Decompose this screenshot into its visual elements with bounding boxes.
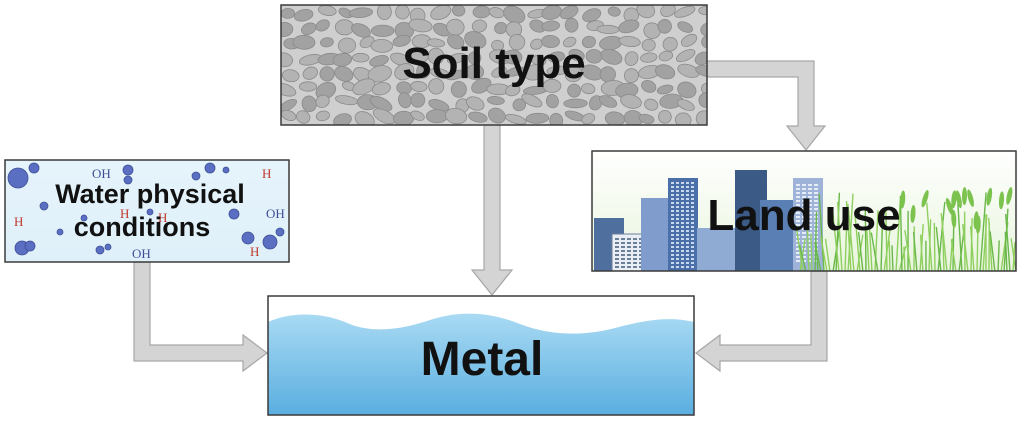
svg-text:H: H [158,210,167,225]
water-wave-icon [268,313,694,415]
grass-icon [795,187,1016,271]
svg-text:OH: OH [266,206,285,221]
soil-type-label: Soil type [402,39,585,88]
water-conditions-label-line2: conditions [74,212,211,242]
metal-node: Metal [267,295,695,416]
svg-text:H: H [120,206,129,221]
metal-label: Metal [421,333,544,386]
water-conditions-node: OH OH OH H H H H H Water physical conditions [4,159,290,263]
svg-text:OH: OH [92,166,111,181]
land-use-node: Land use [591,150,1017,272]
svg-text:H: H [262,166,271,181]
arrow-water-to-metal [133,261,268,373]
pebble-texture-icon [281,5,707,125]
svg-text:H: H [14,214,23,229]
land-use-label: Land use [707,191,900,240]
arrow-land-to-metal [695,270,828,373]
arrow-soil-to-land [706,60,827,151]
water-conditions-label-line1: Water physical [55,179,245,209]
svg-text:H: H [250,244,259,259]
svg-text:OH: OH [132,246,151,261]
arrow-soil-to-metal [470,124,514,296]
molecules-icon: OH OH OH H H H H H [7,162,285,261]
soil-type-node: Soil type [280,4,708,126]
